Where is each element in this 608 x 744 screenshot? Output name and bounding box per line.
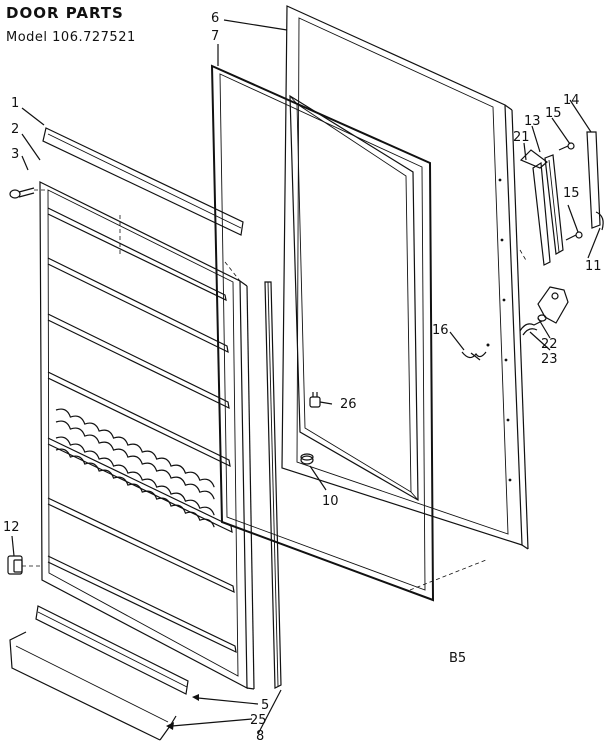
callout-3: 3 <box>11 147 19 162</box>
callout-16: 16 <box>432 323 449 338</box>
page-code: B5 <box>449 651 466 666</box>
callout-12: 12 <box>3 520 20 535</box>
callout-10: 10 <box>322 494 339 509</box>
bottom-cover-part-25 <box>9 631 177 741</box>
callout-15-top: 15 <box>545 106 562 121</box>
callout-13: 13 <box>524 114 541 129</box>
callout-23: 23 <box>541 352 558 367</box>
callout-22: 22 <box>541 337 558 352</box>
diagram-title: DOOR PARTS <box>6 4 124 22</box>
leader-lines <box>11 19 601 735</box>
side-strip-part-8 <box>264 281 282 689</box>
callout-11: 11 <box>585 259 602 274</box>
callout-6: 6 <box>211 11 219 26</box>
handle-assembly <box>519 131 604 266</box>
model-number: Model 106.727521 <box>6 30 136 45</box>
callout-1: 1 <box>11 96 19 111</box>
callout-8: 8 <box>256 729 264 744</box>
top-trim-strip <box>42 127 244 236</box>
callout-7: 7 <box>211 29 219 44</box>
callout-26: 26 <box>340 397 357 412</box>
callout-21: 21 <box>513 130 530 145</box>
callout-15-bottom: 15 <box>563 186 580 201</box>
callout-2: 2 <box>11 122 19 137</box>
clip-part-16 <box>461 343 490 361</box>
callout-25: 25 <box>250 713 267 728</box>
clip-part-26 <box>309 392 321 408</box>
callout-5: 5 <box>261 698 269 713</box>
door-outer-panel <box>281 5 529 591</box>
hinge-part-12 <box>7 555 40 575</box>
callout-labels: 1 2 3 6 7 26 10 16 13 15 14 21 15 11 22 … <box>3 11 602 744</box>
callout-14: 14 <box>563 93 580 108</box>
screw-part-3 <box>9 187 48 199</box>
latch-parts-22-23 <box>519 286 569 336</box>
bottom-trim-part-5 <box>35 605 189 695</box>
inner-door-liner <box>39 181 255 690</box>
door-gasket <box>210 64 435 602</box>
plug-part-10 <box>300 453 314 465</box>
